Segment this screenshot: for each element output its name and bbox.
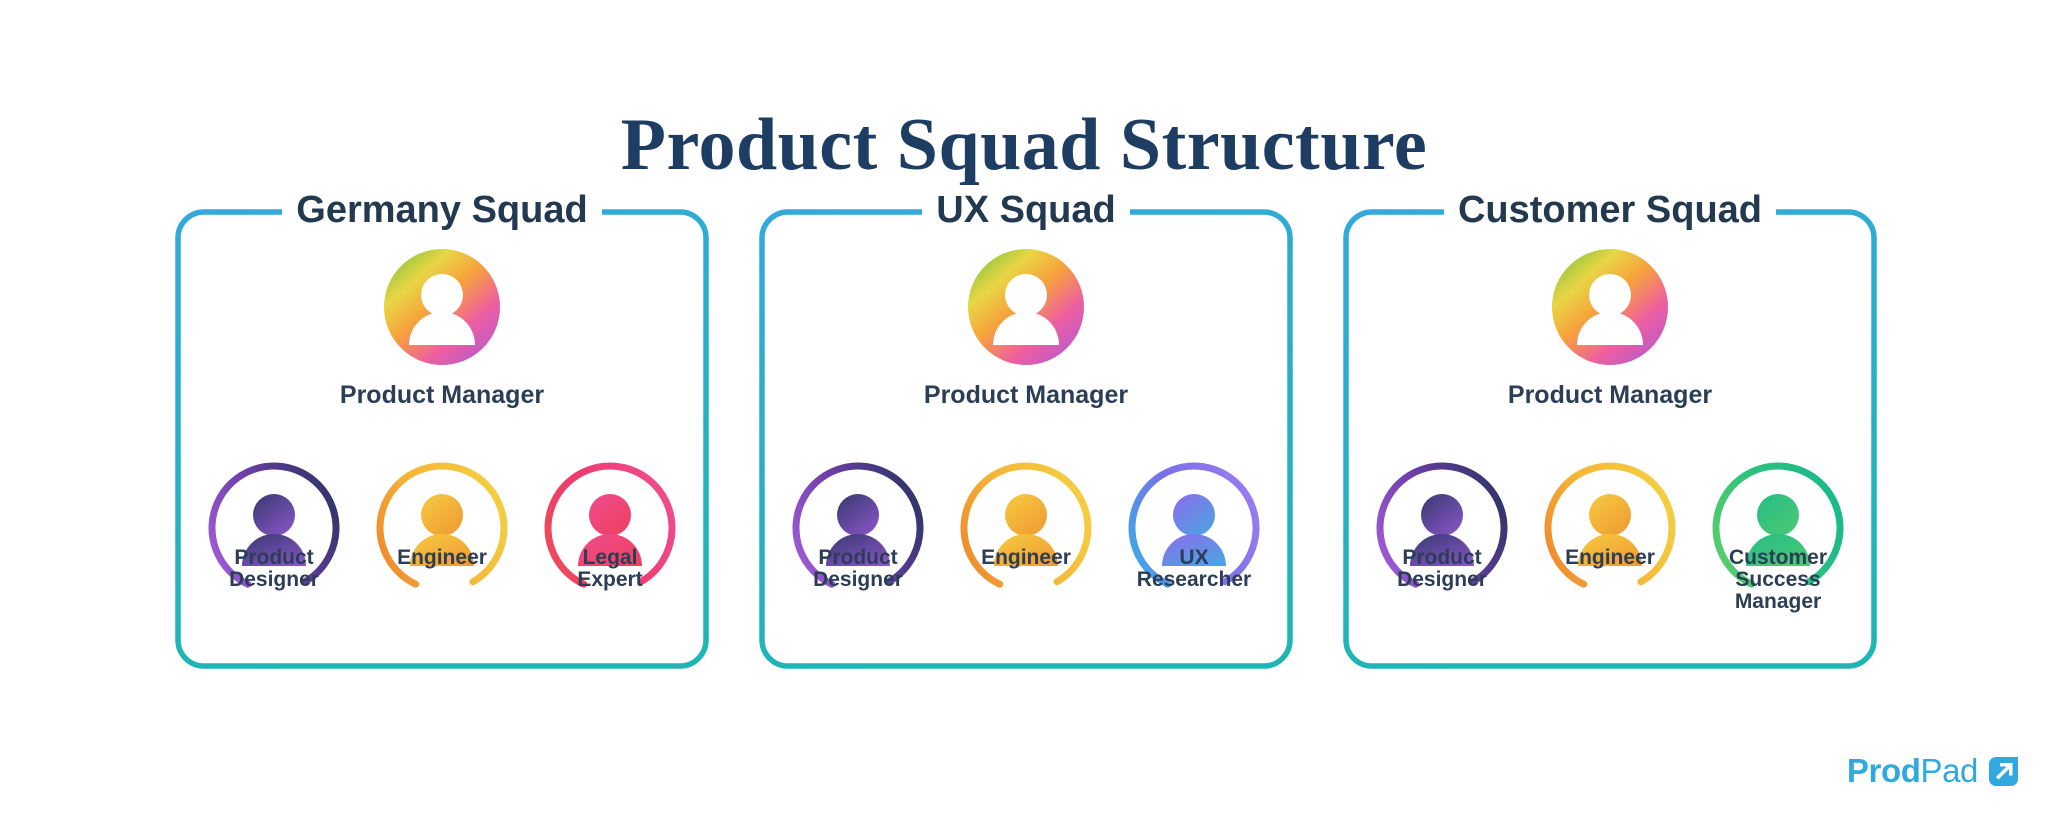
member-label: Engineer — [981, 546, 1071, 569]
squad-lead-label: Product Manager — [1507, 381, 1713, 409]
prodpad-arrow-icon — [1987, 755, 2020, 788]
squad-card-ux: UX Squad — [756, 189, 1296, 672]
squad-card-germany: Germany Squad — [172, 189, 712, 672]
member-engineer: Engineer — [951, 462, 1101, 652]
member-engineer: Engineer — [1535, 462, 1685, 652]
member-engineer: Engineer — [367, 462, 517, 652]
squad-lead: Product Manager — [756, 248, 1296, 410]
prodpad-wordmark-light: Pad — [1920, 752, 1978, 789]
member-label: Engineer — [1565, 546, 1655, 569]
squads-row: Germany Squad — [172, 189, 1880, 690]
squad-lead: Product Manager — [172, 248, 712, 410]
squad-title: Germany Squad — [172, 186, 712, 234]
squad-lead-label: Product Manager — [923, 381, 1129, 409]
squad-title: UX Squad — [756, 186, 1296, 234]
prodpad-logo[interactable]: Prod Pad — [1847, 751, 2020, 791]
squad-lead: Product Manager — [1340, 248, 1880, 410]
page-title: Product Squad Structure — [620, 103, 1428, 186]
person-avatar-icon — [967, 248, 1085, 366]
prodpad-wordmark-bold: Prod — [1846, 752, 1921, 789]
person-avatar-icon — [1544, 462, 1676, 594]
person-avatar-icon — [960, 462, 1092, 594]
person-avatar-icon — [1551, 248, 1669, 366]
squad-title: Customer Squad — [1340, 186, 1880, 234]
squad-card-customer: Customer Squad — [1340, 189, 1880, 672]
squad-lead-label: Product Manager — [339, 381, 545, 409]
person-avatar-icon — [383, 248, 501, 366]
person-avatar-icon — [376, 462, 508, 594]
member-label: Engineer — [397, 546, 487, 569]
